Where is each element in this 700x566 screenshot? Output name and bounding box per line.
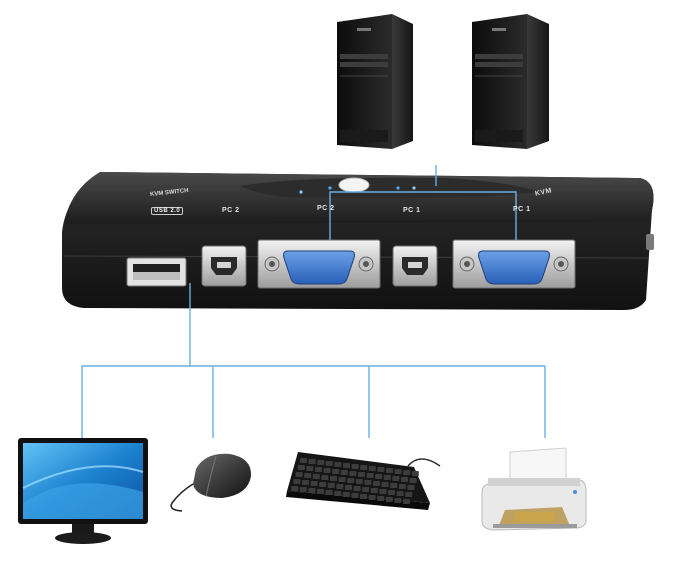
printer-icon (481, 447, 587, 531)
keyboard-key (370, 488, 378, 493)
vga-port (257, 239, 381, 289)
keyboard-key (411, 471, 419, 476)
port-label-pc1-right: PC 1 (513, 206, 531, 213)
led-indicator (396, 186, 400, 190)
keyboard-key (334, 491, 342, 496)
monitor-icon (18, 438, 148, 544)
keyboard-key (310, 481, 318, 486)
keyboard-key (308, 459, 316, 464)
led-indicator (299, 190, 303, 194)
keyboard-key (390, 483, 398, 488)
computer-tower-icon (337, 14, 413, 149)
keyboard-key (362, 487, 370, 492)
keyboard-key (358, 472, 365, 477)
keyboard-key (385, 497, 393, 502)
keyboard-key (299, 487, 307, 492)
keyboard-key (325, 461, 333, 466)
keyboard-icon (286, 452, 441, 510)
keyboard-key (403, 499, 410, 504)
usb-b-port (392, 245, 438, 287)
keyboard-key (306, 466, 314, 471)
keyboard-key (379, 489, 387, 494)
mouse-icon (170, 453, 252, 512)
keyboard-key (302, 480, 309, 485)
keyboard-key (373, 481, 380, 486)
keyboard-key (388, 490, 395, 495)
keyboard-key (295, 472, 303, 477)
keyboard-key (336, 484, 344, 489)
keyboard-key (375, 474, 383, 479)
keyboard-key (332, 469, 340, 474)
keyboard-key (386, 468, 393, 473)
keyboard-key (403, 470, 411, 475)
keyboard-key (407, 485, 415, 490)
vga-port (452, 239, 576, 289)
keyboard-key (349, 471, 357, 476)
keyboard-key (377, 496, 385, 501)
keyboard-key (319, 482, 327, 487)
keyboard-key (377, 467, 385, 472)
keyboard-key (327, 483, 335, 488)
keyboard-key (325, 490, 333, 495)
keyboard-key (308, 488, 316, 493)
port-label-pc2-top: PC 2 (317, 205, 335, 212)
keyboard-key (317, 460, 325, 465)
led-indicator (412, 186, 416, 190)
keyboard-key (351, 464, 359, 469)
port-label-pc1: PC 1 (403, 207, 421, 214)
keyboard-key (360, 494, 367, 499)
keyboard-key (347, 478, 355, 483)
keyboard-key (340, 470, 348, 475)
keyboard-key (366, 473, 374, 478)
keyboard-key (345, 485, 352, 490)
keyboard-key (334, 462, 342, 467)
keyboard-key (312, 474, 320, 479)
connection-lines (81, 165, 546, 438)
keyboard-key (291, 486, 299, 491)
keyboard-key (304, 473, 312, 478)
keyboard-key (315, 467, 322, 472)
keyboard-key (405, 492, 413, 497)
keyboard-key (351, 493, 359, 498)
keyboard-key (409, 478, 417, 483)
keyboard-key (323, 468, 331, 473)
keyboard-key (368, 495, 376, 500)
keyboard-key (317, 489, 324, 494)
led-indicator (328, 186, 332, 190)
keyboard-key (368, 466, 376, 471)
keyboard-key (343, 463, 350, 468)
usb-b-port (201, 245, 247, 287)
keyboard-key (330, 476, 337, 481)
keyboard-key (396, 491, 404, 496)
keyboard-key (342, 492, 350, 497)
kvm-switch-body (62, 172, 654, 310)
keyboard-key (383, 475, 391, 480)
keyboard-key (392, 476, 400, 481)
keyboard-key (338, 477, 346, 482)
keyboard-key (364, 480, 372, 485)
keyboard-key (381, 482, 389, 487)
usb-a-port (126, 257, 187, 287)
port-label-pc2: PC 2 (222, 207, 240, 214)
keyboard-key (293, 479, 301, 484)
keyboard-key (297, 465, 305, 470)
keyboard-key (353, 486, 361, 491)
keyboard-key (394, 498, 402, 503)
computer-tower-icon (472, 14, 549, 149)
keyboard-key (300, 458, 307, 463)
keyboard-key (360, 465, 368, 470)
keyboard-key (355, 479, 363, 484)
keyboard-key (321, 475, 329, 480)
keyboard-key (394, 469, 402, 474)
keyboard-key (401, 477, 408, 482)
usb-badge-label: USB 2.0 (151, 207, 184, 215)
keyboard-key (398, 484, 406, 489)
selector-button[interactable] (338, 177, 370, 193)
